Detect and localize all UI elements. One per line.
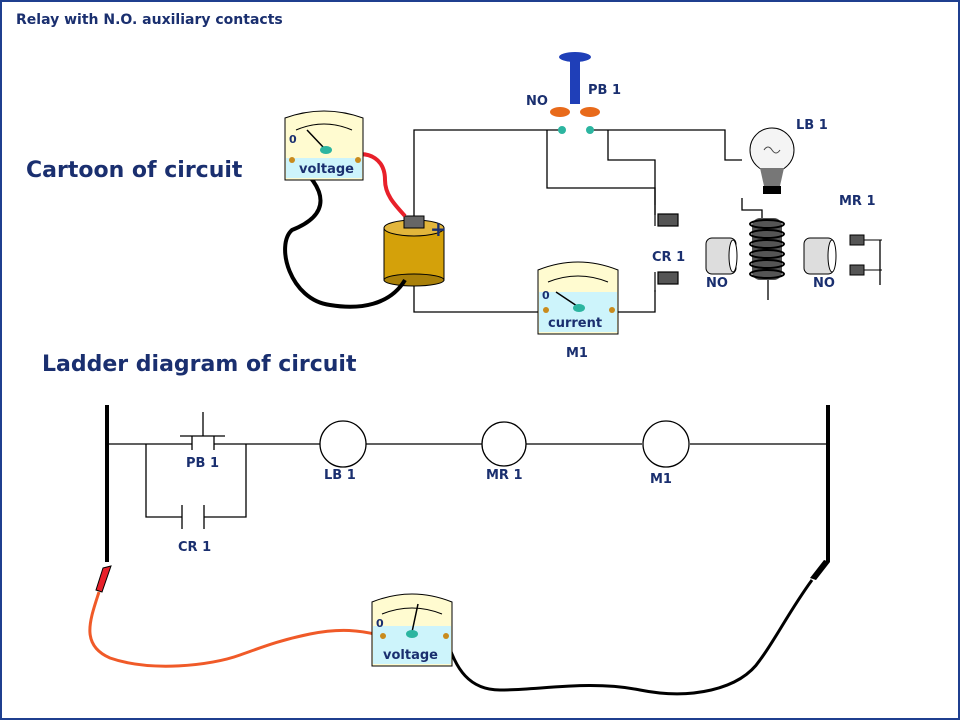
battery: + — [383, 215, 447, 287]
ladder-cr1-contact — [181, 505, 205, 529]
svg-text:+: + — [430, 217, 447, 241]
m1-label: M1 — [566, 346, 588, 361]
ladder-black-lead — [444, 579, 814, 696]
ladder-lb1-label: LB 1 — [324, 468, 356, 483]
ladder-orange-lead — [88, 591, 384, 668]
ladder-lb1-load — [319, 420, 367, 468]
cartoon-voltmeter-zero: 0 — [289, 133, 297, 146]
ladder-voltmeter — [371, 593, 453, 667]
cartoon-ammeter — [537, 261, 619, 335]
black-lead — [283, 158, 407, 309]
cartoon-voltmeter — [284, 110, 364, 181]
ladder-red-probe — [95, 565, 112, 593]
mr1-label: MR 1 — [839, 194, 876, 209]
ladder-heading: Ladder diagram of circuit — [42, 352, 357, 377]
slide-title: Relay with N.O. auxiliary contacts — [16, 12, 283, 28]
cartoon-ammeter-label: current — [548, 316, 602, 331]
ladder-pb1-contact — [180, 412, 225, 450]
ladder-mr1-label: MR 1 — [486, 468, 523, 483]
pb1-no-label: NO — [526, 94, 548, 109]
lb1-label: LB 1 — [796, 118, 828, 133]
red-lead — [349, 152, 407, 218]
ladder-m1-label: M1 — [650, 472, 672, 487]
ladder-rung — [107, 443, 828, 518]
cr1-label: CR 1 — [652, 250, 686, 265]
mr1-contacts — [849, 234, 882, 276]
no-right-label: NO — [813, 276, 835, 291]
ladder-cr1-label: CR 1 — [178, 540, 212, 555]
cartoon-wires — [413, 129, 881, 313]
cr1-contacts — [654, 205, 679, 292]
pb1-pushbutton — [550, 52, 600, 134]
no-left-label: NO — [706, 276, 728, 291]
pb1-label: PB 1 — [588, 83, 622, 98]
lb1-bulb — [749, 127, 795, 194]
relay-coil — [705, 218, 837, 280]
ladder-black-probe — [810, 560, 830, 580]
ladder-pb1-label: PB 1 — [186, 456, 220, 471]
ladder-voltmeter-label: voltage — [383, 648, 438, 663]
cartoon-ammeter-zero: 0 — [542, 289, 550, 302]
ladder-loads — [319, 420, 690, 468]
ladder-m1-load — [642, 420, 690, 468]
cartoon-heading: Cartoon of circuit — [26, 158, 243, 183]
ladder-rails — [105, 405, 830, 562]
ladder-mr1-load — [481, 421, 527, 467]
cartoon-voltmeter-label: voltage — [299, 162, 354, 177]
ladder-voltmeter-zero: 0 — [376, 617, 384, 630]
